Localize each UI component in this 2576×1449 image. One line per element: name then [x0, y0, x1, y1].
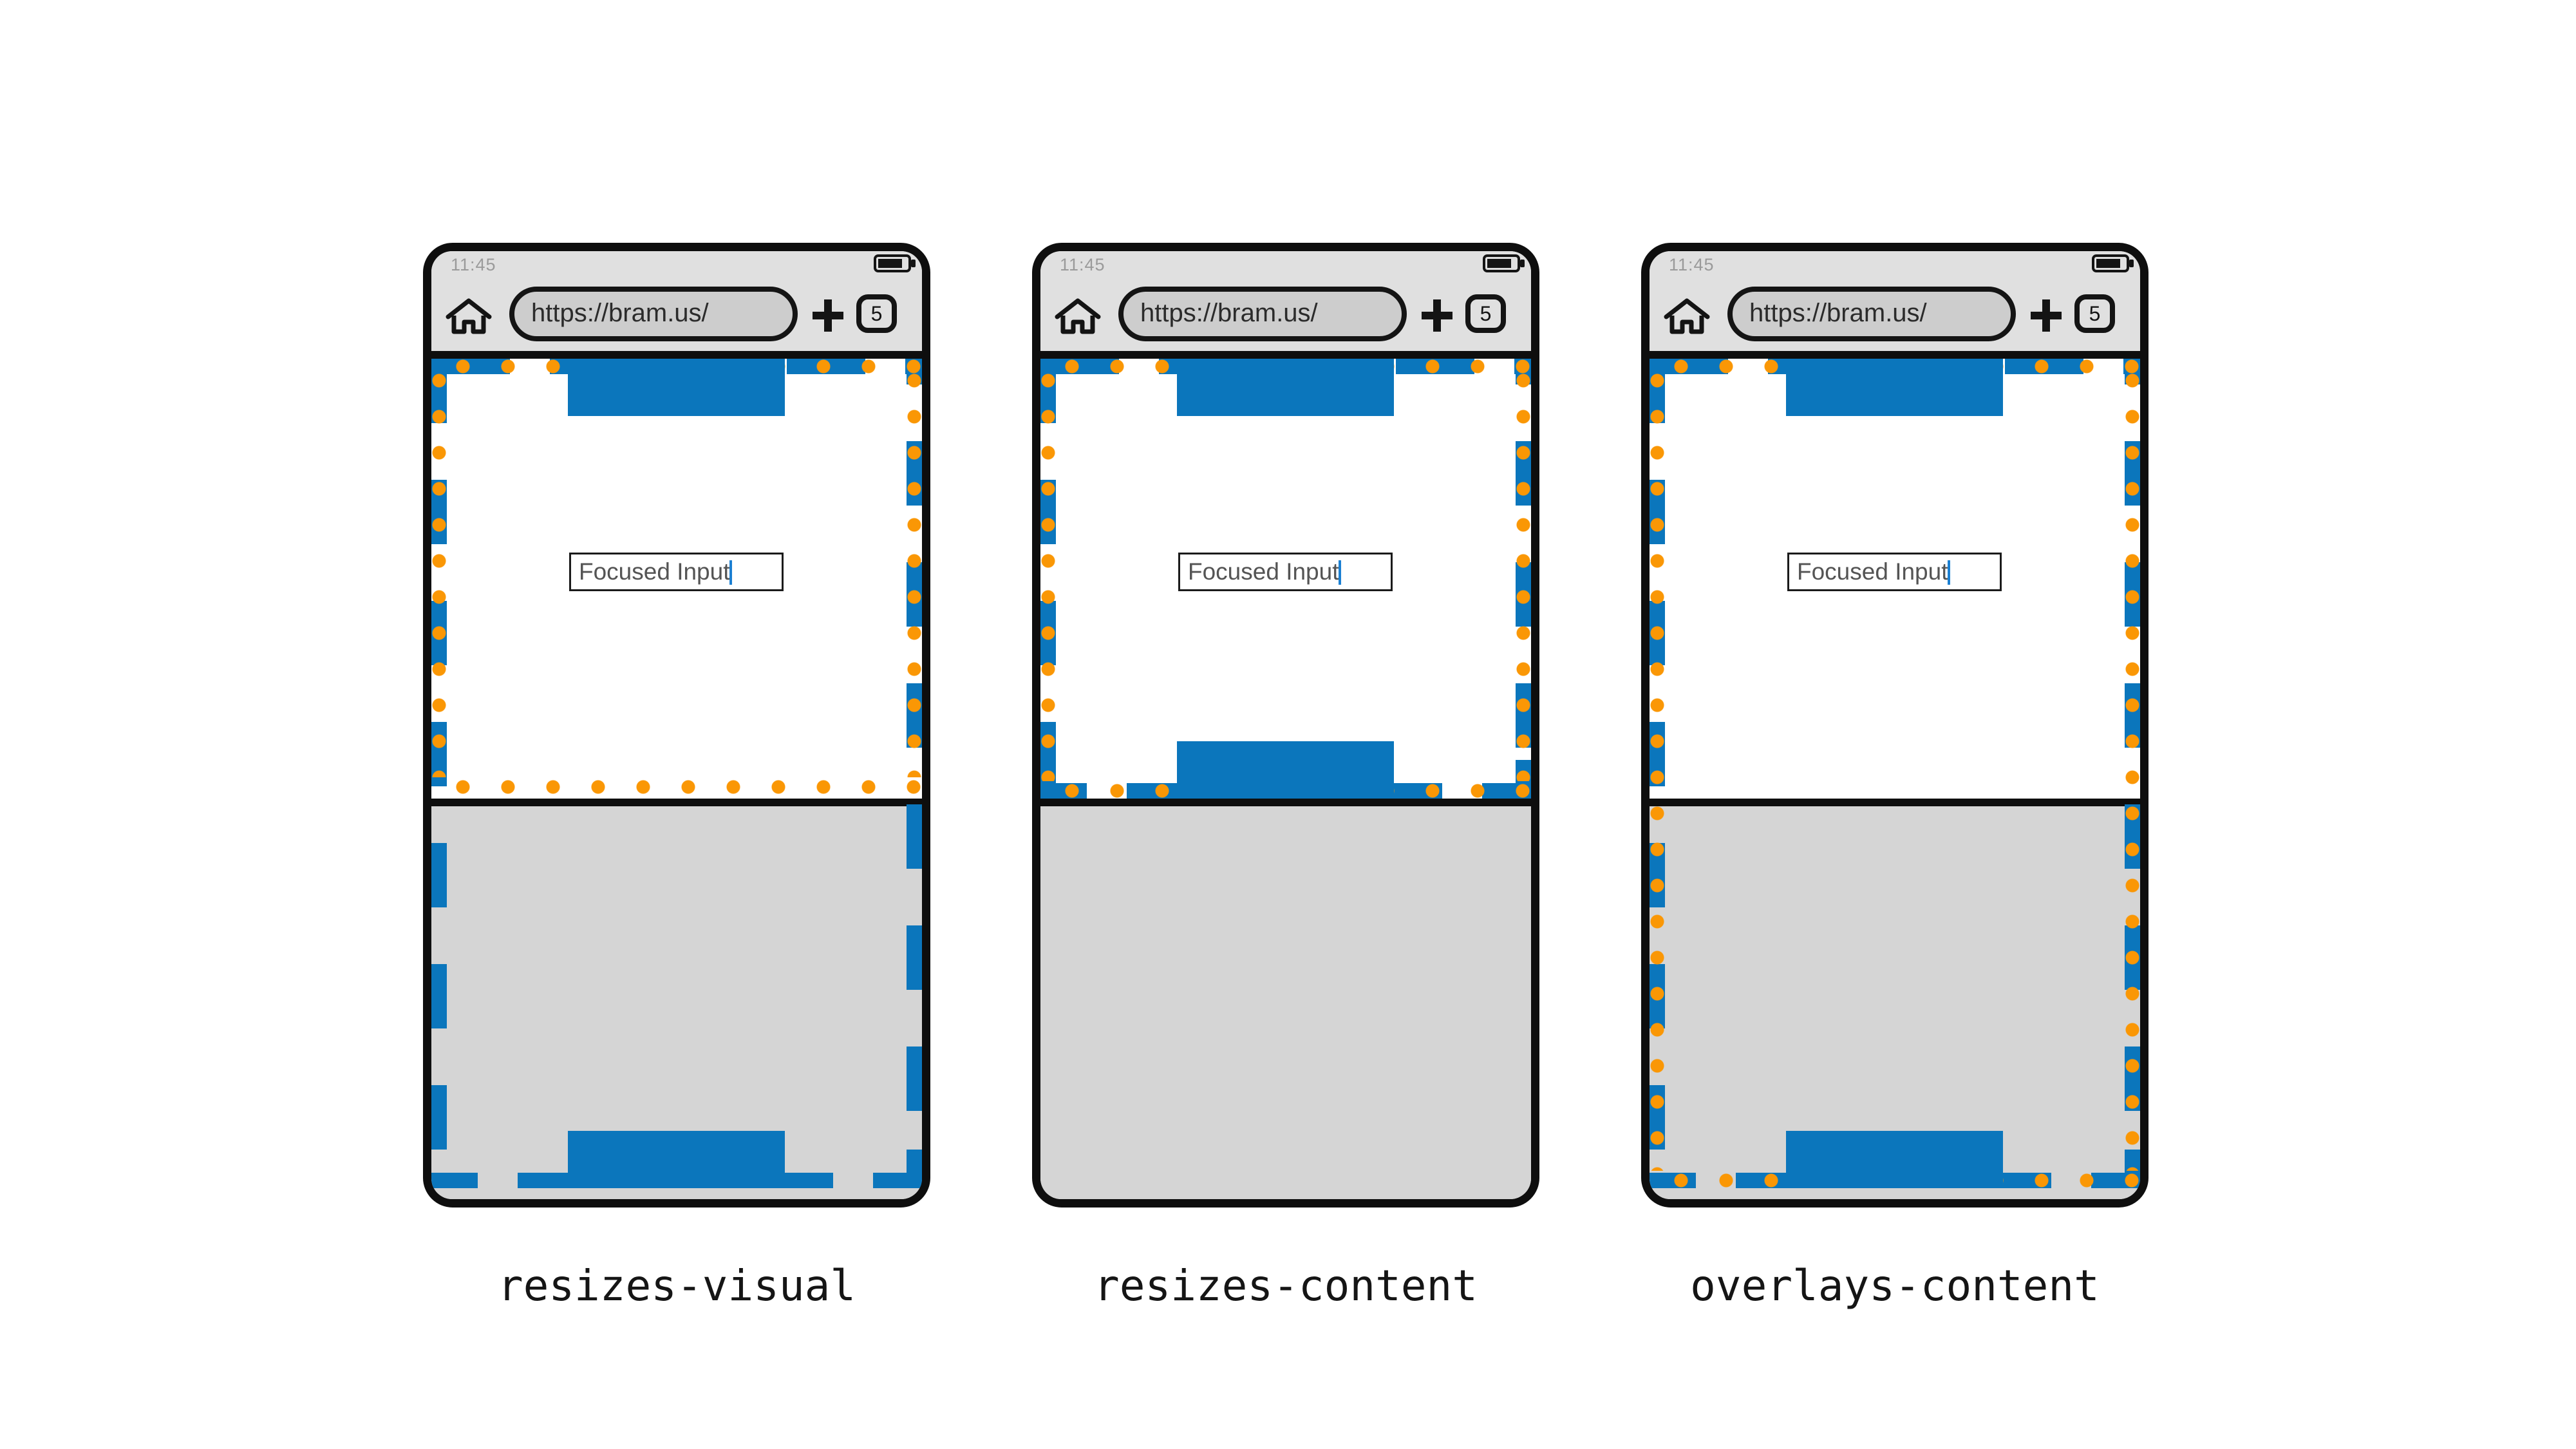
url-text: https://bram.us/ [1140, 299, 1318, 327]
tab-counter[interactable]: 5 [2074, 294, 2115, 333]
url-text: https://bram.us/ [531, 299, 709, 327]
visual-viewport-dots-left [1650, 359, 1665, 1171]
page-header-block [1177, 359, 1394, 416]
text-caret [729, 560, 733, 585]
mode-label-overlays-content: overlays-content [1690, 1261, 2100, 1311]
url-bar[interactable]: https://bram.us/ [509, 287, 798, 341]
visual-viewport-dots-left [431, 359, 447, 777]
mode-label-resizes-visual: resizes-visual [497, 1261, 856, 1311]
page-footer-block [1177, 741, 1394, 799]
home-icon[interactable] [1055, 298, 1101, 334]
browser-chrome: 11:45 https://bram.us/ [1040, 251, 1531, 351]
tab-counter[interactable]: 5 [856, 294, 897, 333]
phone-screen: 11:45 https://bram.us/ [431, 251, 922, 1199]
page-footer-block [1786, 1131, 2003, 1188]
visual-viewport-dots-bottom [431, 779, 922, 795]
visual-viewport-dots-right [1516, 359, 1531, 781]
url-text: https://bram.us/ [1749, 299, 1927, 327]
focused-input[interactable]: Focused Input [569, 553, 784, 591]
url-bar[interactable]: https://bram.us/ [1727, 287, 2016, 341]
keyboard-separator [1650, 799, 2140, 806]
browser-chrome: 11:45 https://bram.us/ [431, 251, 922, 351]
phone-resizes-content: 11:45 https://bram.us/ [1032, 243, 1539, 1208]
plus-icon[interactable] [2031, 299, 2062, 332]
url-bar[interactable]: https://bram.us/ [1118, 287, 1407, 341]
tab-count: 5 [1480, 302, 1492, 325]
focused-input[interactable]: Focused Input [1178, 553, 1393, 591]
status-time: 11:45 [1669, 255, 1715, 274]
battery-icon [2092, 254, 2134, 272]
phone-overlays-content: 11:45 https://bram.us/ [1641, 243, 2148, 1208]
page-header-block [1786, 359, 2003, 416]
battery-icon [1483, 254, 1525, 272]
plus-icon[interactable] [1422, 299, 1453, 332]
mode-label-resizes-content: resizes-content [1093, 1261, 1478, 1311]
page-header-block [568, 359, 785, 416]
input-value: Focused Input [1188, 558, 1339, 585]
keyboard-separator [431, 799, 922, 806]
home-icon[interactable] [1664, 298, 1710, 334]
chrome-separator [1650, 351, 2140, 359]
text-caret [1339, 560, 1342, 585]
virtual-keyboard [1040, 806, 1531, 1199]
input-value: Focused Input [1797, 558, 1948, 585]
phone-resizes-visual: 11:45 https://bram.us/ [423, 243, 930, 1208]
status-time: 11:45 [1060, 255, 1105, 274]
tab-count: 5 [2089, 302, 2101, 325]
tab-count: 5 [870, 302, 883, 325]
plus-icon[interactable] [813, 299, 843, 332]
page-footer-block [568, 1131, 785, 1188]
focused-input[interactable]: Focused Input [1787, 553, 2002, 591]
visual-viewport-dots-right [907, 359, 922, 777]
home-icon[interactable] [446, 298, 492, 334]
visual-viewport-dots-left [1040, 359, 1056, 781]
phone-screen: 11:45 https://bram.us/ [1040, 251, 1531, 1199]
visual-viewport-dots-right [2125, 359, 2140, 1171]
input-value: Focused Input [579, 558, 730, 585]
text-caret [1948, 560, 1951, 585]
chrome-separator [431, 351, 922, 359]
status-time: 11:45 [451, 255, 496, 274]
chrome-separator [1040, 351, 1531, 359]
tab-counter[interactable]: 5 [1465, 294, 1506, 333]
browser-chrome: 11:45 https://bram.us/ [1650, 251, 2140, 351]
keyboard-separator [1040, 799, 1531, 806]
phone-screen: 11:45 https://bram.us/ [1650, 251, 2140, 1199]
battery-icon [874, 254, 916, 272]
